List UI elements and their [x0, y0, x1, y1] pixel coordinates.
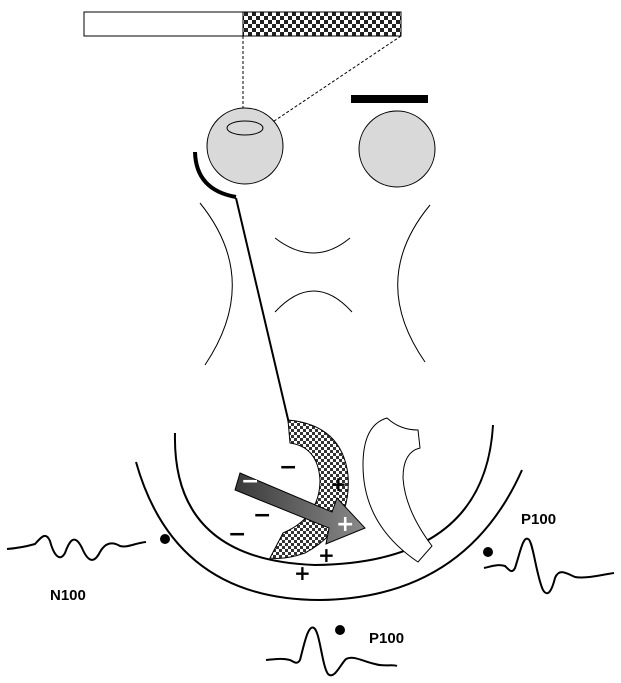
- brain-curve-upper: [275, 238, 350, 253]
- arrow-minus-sign: −: [241, 469, 259, 494]
- plus-sign-upper: +: [330, 472, 347, 496]
- arrow-plus-sign: +: [336, 512, 354, 537]
- electrode-bottom: [335, 625, 345, 635]
- inactive-cortex-crescent: [363, 418, 432, 562]
- right-eye: [359, 111, 435, 187]
- left-eye: [207, 108, 283, 184]
- stimulus-plain-half: [84, 12, 243, 36]
- eye-patch-bar: [351, 95, 428, 103]
- plus-sign-lower-left: +: [294, 561, 311, 585]
- label-p100-bottom: P100: [369, 630, 404, 647]
- minus-sign-crescent-mid: −: [253, 503, 271, 528]
- waveform-left-n100: [7, 536, 146, 560]
- label-p100-right: P100: [521, 511, 556, 528]
- waveform-right-p100: [484, 539, 614, 594]
- stimulus-checkerboard-half: [243, 12, 401, 36]
- brain-curve-lower: [275, 291, 352, 312]
- label-n100: N100: [50, 587, 86, 604]
- minus-sign-crescent-top: −: [279, 455, 297, 480]
- plus-sign-lower-right: +: [318, 543, 335, 567]
- electrode-right: [483, 547, 493, 557]
- electrode-left: [160, 534, 170, 544]
- minus-sign-crescent-low: −: [228, 522, 246, 547]
- brain-curve-right: [398, 205, 430, 362]
- optic-pathway-line: [236, 198, 291, 432]
- brain-curve-left: [200, 203, 232, 365]
